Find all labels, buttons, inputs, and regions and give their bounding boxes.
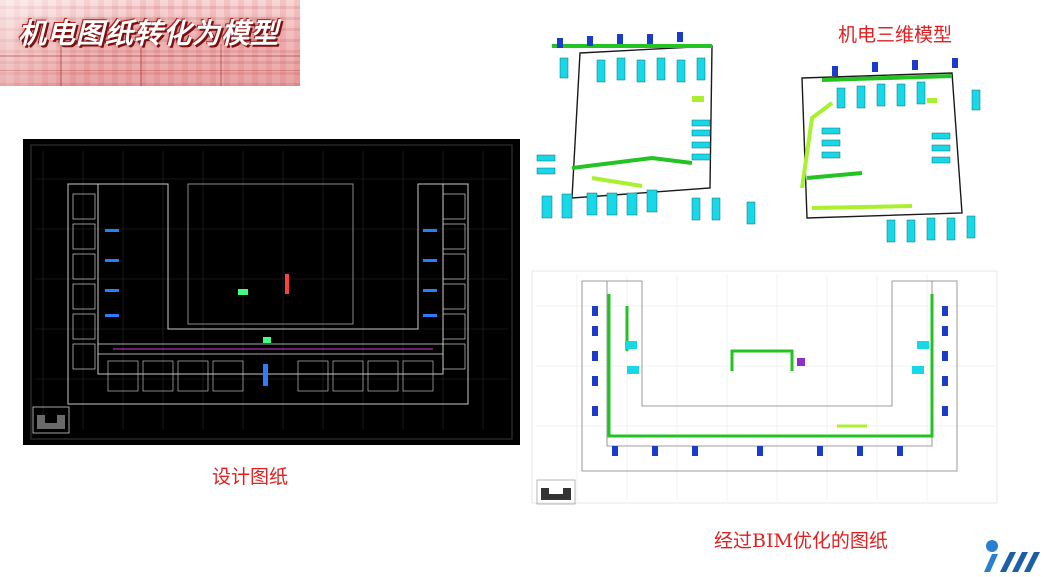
bim-optimized-drawing-panel (527, 266, 1002, 511)
logo-mark-icon (984, 540, 1040, 572)
cad-floor-plan (30, 144, 513, 440)
header-banner (0, 0, 300, 86)
page-title: 机电图纸转化为模型 (18, 17, 280, 50)
bim-floor-plan (531, 270, 998, 505)
caption-mep-3d-model: 机电三维模型 (838, 24, 953, 46)
caption-design-drawing: 设计图纸 (212, 466, 289, 488)
caption-bim-optimized-drawing: 经过BIM优化的图纸 (714, 530, 888, 552)
design-drawing-panel (23, 139, 520, 445)
mep-3d-model-panel (532, 18, 1012, 248)
company-logo (978, 538, 1044, 573)
mep-3d-model-render (536, 32, 981, 243)
